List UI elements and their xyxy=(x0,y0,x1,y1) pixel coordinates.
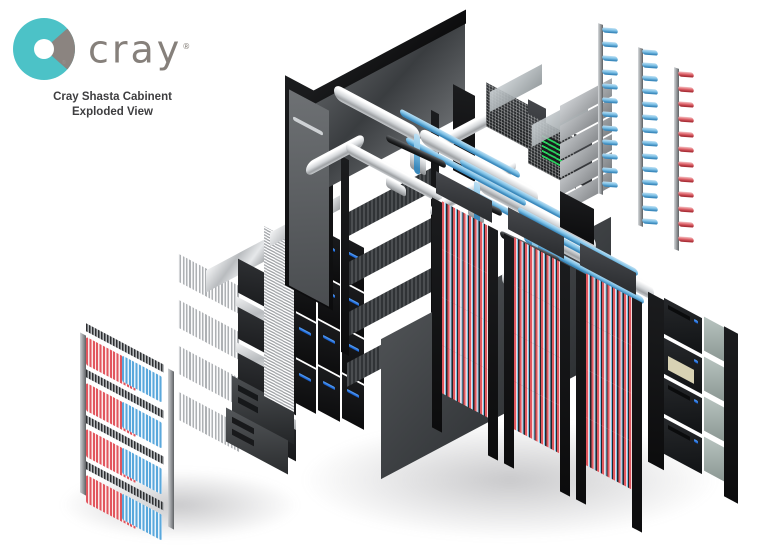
io-side-panel xyxy=(704,436,724,482)
caption-line-1: Cray Shasta Cabinent xyxy=(53,91,172,103)
rear-io-panel xyxy=(648,291,758,504)
manifold-rail-blue-2 xyxy=(632,47,672,243)
harness-rail-right xyxy=(168,368,174,530)
manifold-rail-blue-1 xyxy=(592,23,632,214)
manifold-rail-red xyxy=(668,67,708,268)
cray-wordmark-text: cray xyxy=(88,27,183,72)
cray-donut-logo xyxy=(13,18,75,80)
logo-hole xyxy=(34,39,54,59)
io-panel-frame xyxy=(648,291,664,471)
rail-spine xyxy=(638,47,643,227)
cable-harness-rail xyxy=(74,323,184,541)
io-side-panel xyxy=(704,356,724,402)
diagram-caption: Cray Shasta Cabinent Exploded View xyxy=(0,90,225,120)
io-side-panel xyxy=(704,316,724,362)
wordmark-trademark: ® xyxy=(182,42,194,51)
connector-block xyxy=(668,356,694,384)
caption-line-2: Exploded View xyxy=(72,106,153,118)
brand-block: ® cray® Cray Shasta Cabinent Exploded Vi… xyxy=(0,0,250,135)
logo-trademark: ® xyxy=(62,60,66,66)
io-side-panel xyxy=(704,396,724,442)
cray-wordmark: cray® xyxy=(88,27,193,70)
